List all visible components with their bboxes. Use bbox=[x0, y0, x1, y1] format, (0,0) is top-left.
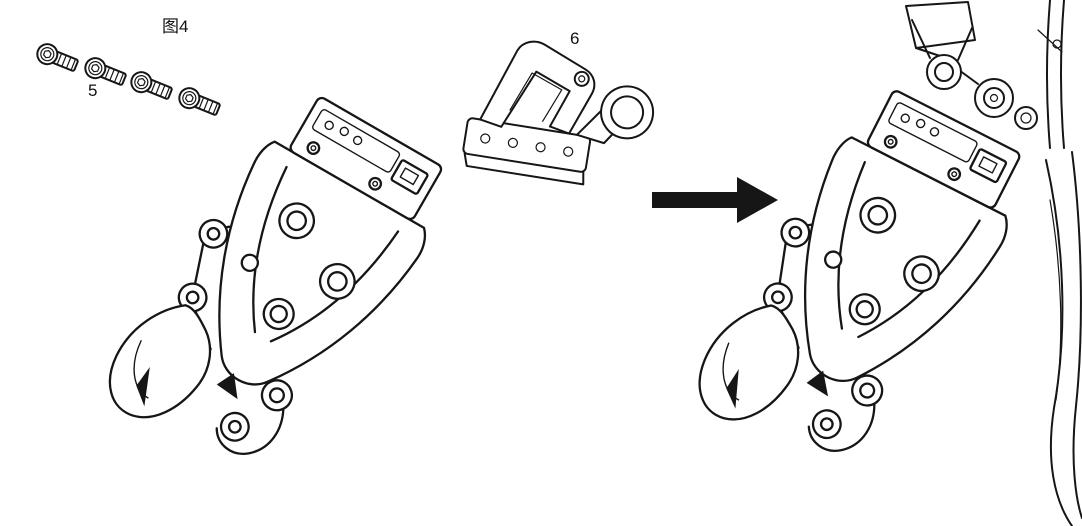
screw-icon bbox=[127, 68, 175, 105]
robot-arm-illustration bbox=[905, 0, 1082, 526]
part-6-label: 6 bbox=[570, 29, 580, 48]
gripper-before-illustration bbox=[92, 71, 465, 502]
bracket-part-illustration bbox=[462, 40, 655, 186]
part-5-label: 5 bbox=[88, 81, 98, 100]
screw-icon bbox=[175, 84, 223, 121]
screws-illustration bbox=[33, 40, 223, 121]
assembly-arrow-icon bbox=[652, 177, 778, 223]
gripper-after-illustration bbox=[683, 67, 1044, 497]
screw-icon bbox=[33, 40, 81, 77]
figure-label: 图4 bbox=[162, 17, 189, 36]
